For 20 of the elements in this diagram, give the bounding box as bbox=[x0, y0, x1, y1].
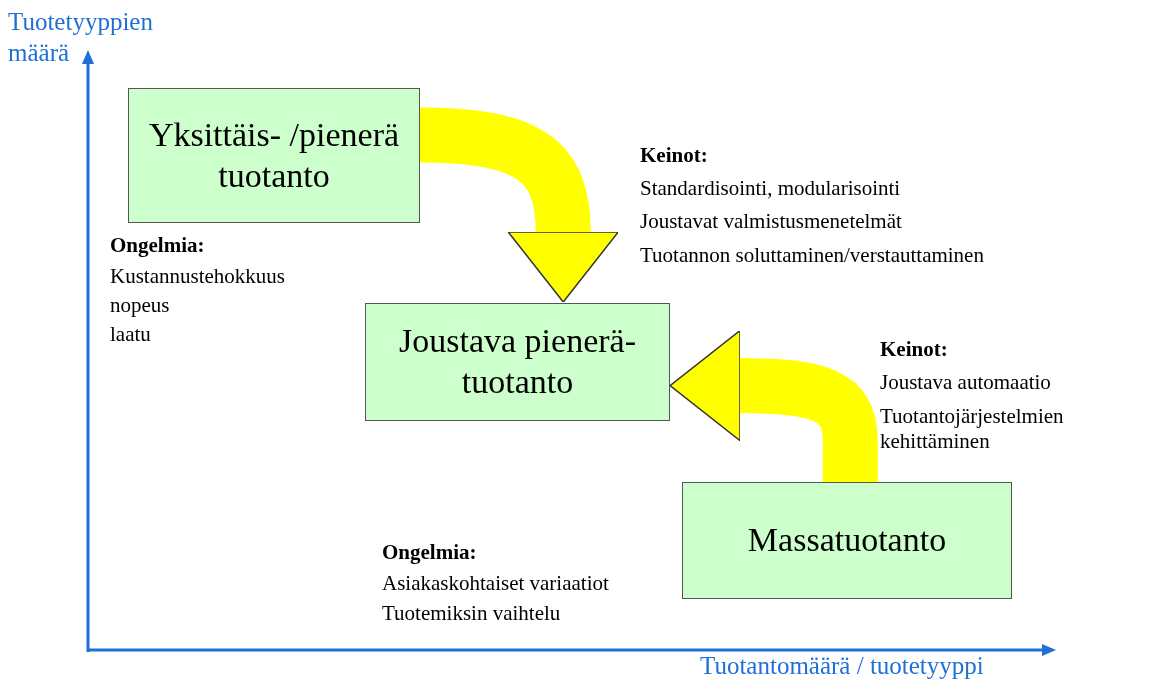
axis-label: Tuotantomäärä / tuotetyyppi bbox=[700, 651, 984, 681]
list-item: nopeus bbox=[110, 293, 170, 319]
list-heading: Keinot: bbox=[640, 143, 708, 169]
category-box: Yksittäis- /pienerä tuotanto bbox=[128, 88, 420, 223]
axis-label: Tuotetyyppien määrä bbox=[8, 7, 154, 69]
list-item: Joustavat valmistusmenetelmät bbox=[640, 209, 902, 235]
list-item: Tuotantojärjestelmien kehittäminen bbox=[880, 404, 1065, 455]
list-item: Tuotemiksin vaihtelu bbox=[382, 601, 561, 627]
list-item: Standardisointi, modularisointi bbox=[640, 176, 901, 202]
category-box: Joustava pienerä- tuotanto bbox=[365, 303, 670, 421]
list-item: Kustannustehokkuus bbox=[110, 264, 285, 290]
list-item: laatu bbox=[110, 322, 151, 348]
list-heading: Ongelmia: bbox=[382, 540, 477, 566]
list-item: Tuotannon soluttaminen/verstauttaminen bbox=[640, 243, 984, 269]
list-heading: Ongelmia: bbox=[110, 233, 205, 259]
list-item: Asiakaskohtaiset variaatiot bbox=[382, 571, 609, 597]
list-heading: Keinot: bbox=[880, 337, 948, 363]
curved-block-arrow bbox=[669, 329, 878, 482]
category-box: Massatuotanto bbox=[682, 482, 1012, 599]
list-item: Joustava automaatio bbox=[880, 370, 1051, 396]
